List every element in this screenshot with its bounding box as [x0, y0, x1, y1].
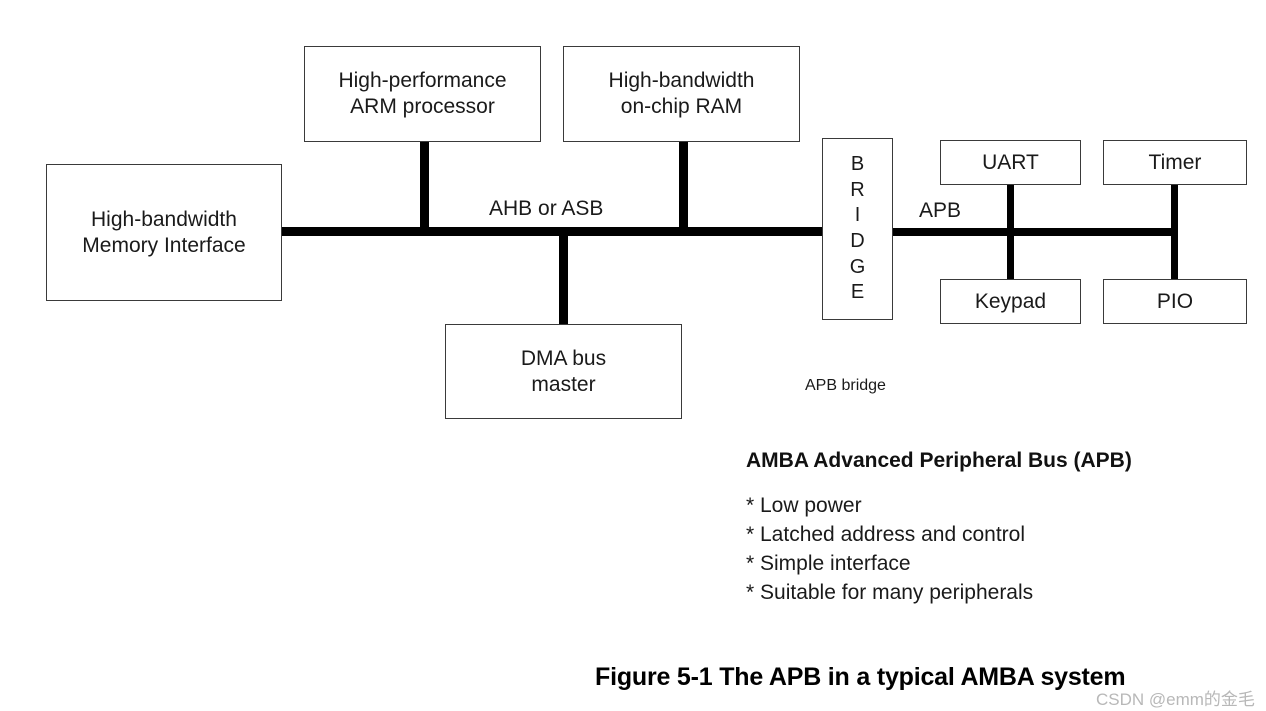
bridge-letter-4: G [849, 255, 866, 278]
apb-peripheral-bus-line [892, 228, 1178, 236]
ahb-connector-onchip-ram [679, 140, 688, 232]
ahb-connector-dma-master [559, 231, 568, 325]
bridge-letter-3: D [850, 230, 865, 252]
notes-bullet-item: * Simple interface [746, 552, 911, 575]
block-memory-interface[interactable]: High-bandwidth Memory Interface [46, 164, 282, 301]
apb-connector-keypad [1007, 232, 1014, 281]
apb-bus-label: APB [919, 199, 962, 222]
block-onchip-ram[interactable]: High-bandwidth on-chip RAM [563, 46, 800, 142]
bridge-letter-1: R [850, 178, 865, 201]
block-timer[interactable]: Timer [1103, 140, 1247, 185]
notes-bullet-list: * Low power * Latched address and contro… [746, 491, 1033, 607]
block-apb-bridge[interactable]: B R I D G E [822, 138, 893, 320]
notes-heading: AMBA Advanced Peripheral Bus (APB) [746, 449, 1132, 472]
figure-caption: Figure 5-1 The APB in a typical AMBA sys… [595, 663, 1126, 691]
notes-bullet-item: * Suitable for many peripherals [746, 581, 1034, 604]
apb-connector-pio [1171, 232, 1178, 281]
block-keypad[interactable]: Keypad [940, 279, 1081, 324]
block-arm-processor[interactable]: High-performance ARM processor [304, 46, 541, 142]
notes-bullet-item: * Low power [746, 494, 862, 517]
apb-connector-uart [1007, 184, 1014, 232]
bridge-letter-5: E [850, 281, 865, 304]
block-pio[interactable]: PIO [1103, 279, 1247, 324]
block-dma-bus-master[interactable]: DMA bus master [445, 324, 682, 419]
apb-connector-timer [1171, 184, 1178, 232]
block-uart[interactable]: UART [940, 140, 1081, 185]
csdn-watermark: CSDN @emm的金毛 [1096, 690, 1255, 709]
apb-bridge-annotation: APB bridge [805, 377, 886, 394]
ahb-bus-label: AHB or ASB [485, 197, 608, 221]
notes-bullet-item: * Latched address and control [746, 523, 1026, 546]
ahb-system-bus-line [281, 227, 826, 236]
bridge-letter-0: B [850, 153, 865, 176]
bridge-letter-2: I [854, 204, 861, 227]
ahb-connector-arm-processor [420, 140, 429, 232]
